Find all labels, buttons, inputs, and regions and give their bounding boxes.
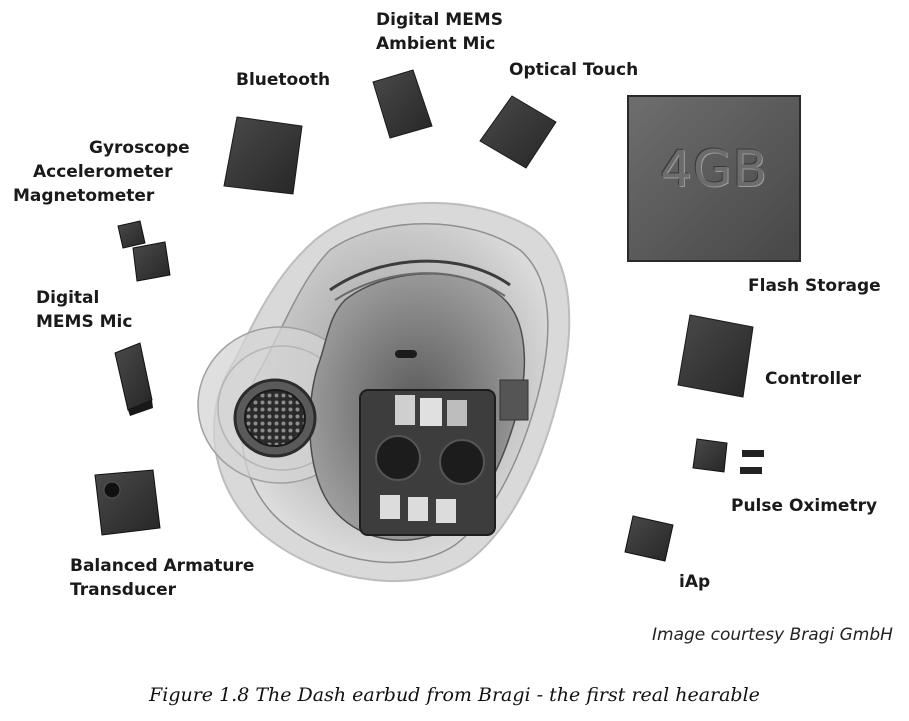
label-balanced-armature-line1: Balanced Armature (70, 556, 255, 576)
battery-cell-right (439, 439, 485, 485)
chip-gyroscope (117, 220, 171, 282)
credit-crop-edge (903, 618, 909, 654)
label-iap: iAp (679, 572, 711, 592)
label-mems-mic-line1: Digital (36, 288, 100, 308)
chip-ambient-mic (372, 69, 433, 139)
earbud-body (197, 201, 571, 582)
label-ambient-mic-line2: Ambient Mic (376, 34, 496, 54)
label-pulse-oximetry: Pulse Oximetry (731, 496, 878, 516)
label-mems-mic-line2: MEMS Mic (36, 312, 133, 332)
chip-flash-storage (627, 95, 801, 262)
label-gyroscope: Gyroscope (89, 138, 190, 158)
label-accelerometer: Accelerometer (33, 162, 173, 182)
chip-optical-touch (479, 95, 557, 169)
chip-bluetooth (223, 116, 303, 195)
earbud-diagram (94, 69, 801, 582)
chip-mems-mic (114, 342, 153, 416)
label-controller: Controller (765, 369, 862, 389)
label-magnetometer: Magnetometer (13, 186, 155, 206)
chip-balanced-armature (94, 469, 161, 536)
label-bluetooth: Bluetooth (236, 70, 331, 90)
label-flash-storage: Flash Storage (748, 276, 881, 296)
label-optical-touch: Optical Touch (509, 60, 639, 80)
speaker-grille (244, 389, 306, 447)
label-balanced-armature-line2: Transducer (70, 580, 177, 600)
label-ambient-mic-line1: Digital MEMS (376, 10, 503, 30)
chip-pulse-oximetry (692, 438, 764, 474)
flash-chip-capacity-text: 4GB (660, 140, 768, 198)
image-credit: Image courtesy Bragi GmbH (652, 625, 893, 645)
chip-controller (677, 314, 754, 398)
battery-cell-left (375, 435, 421, 481)
figure-caption: Figure 1.8 The Dash earbud from Bragi - … (149, 684, 760, 706)
chip-iap (624, 515, 674, 562)
